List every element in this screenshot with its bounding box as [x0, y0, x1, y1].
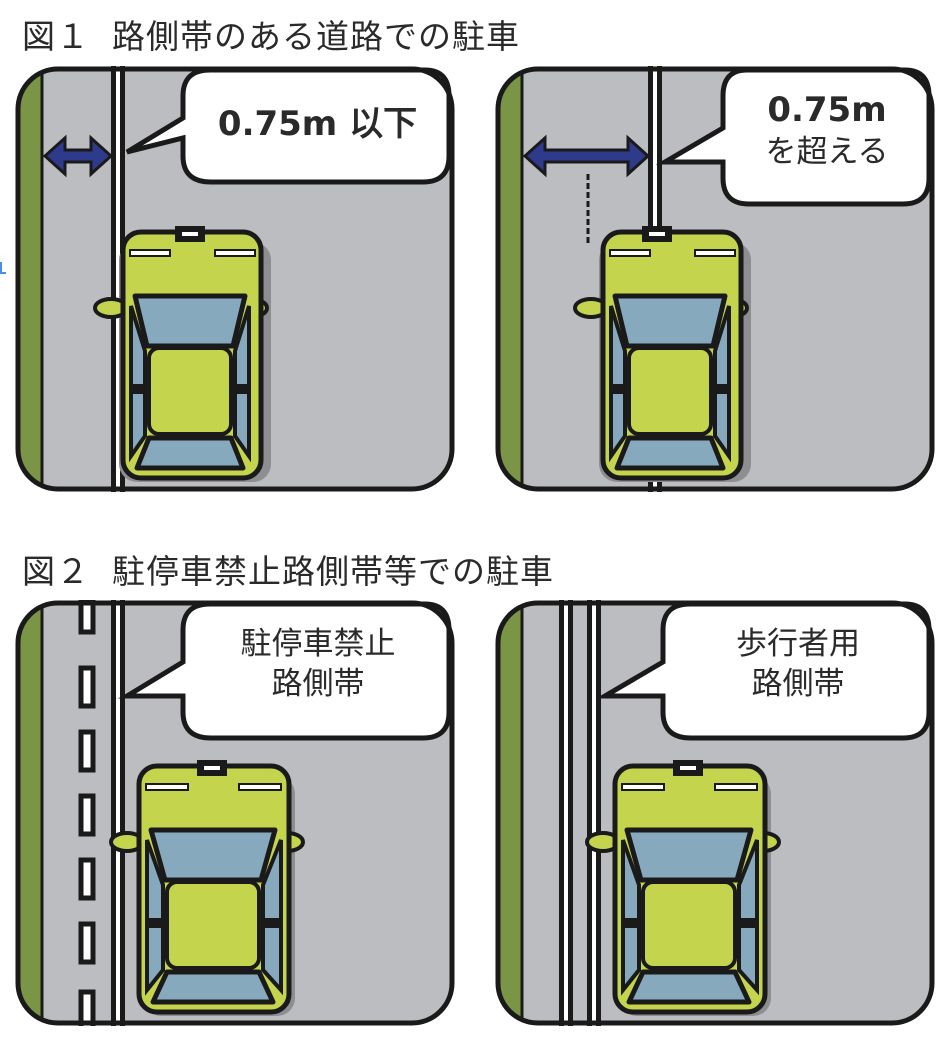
callout-label: 歩行者用 路側帯: [667, 624, 929, 705]
callout-label: 0.75m 以下: [190, 102, 445, 146]
stray-marker: [0, 262, 6, 274]
width-arrow-icon: [42, 134, 114, 178]
fig2-panel-pedestrian-shoulder: 歩行者用 路側帯: [495, 600, 935, 1026]
road-scene-illustration: [495, 600, 935, 1026]
road-scene-illustration: [15, 66, 455, 492]
callout-label: 駐停車禁止 路側帯: [187, 624, 449, 705]
figure-1-title-text: 路側帯のある道路での駐車: [112, 17, 520, 56]
car-icon: [573, 226, 749, 481]
callout-bubble: [118, 601, 452, 741]
callout-line-2: 路側帯: [271, 666, 365, 703]
car-icon: [109, 760, 305, 1015]
callout-line-1: 0.75m: [767, 90, 887, 130]
callout-label: 0.75m を超える: [727, 88, 927, 172]
car-icon: [585, 760, 781, 1015]
width-arrow-icon: [522, 134, 651, 178]
car-icon: [93, 226, 269, 481]
callout-line-1: 駐停車禁止: [240, 626, 396, 662]
callout-line-2: を超える: [765, 134, 889, 171]
road-scene-illustration: [15, 600, 455, 1026]
road-scene-illustration: [495, 66, 935, 492]
callout-bubble: [125, 67, 452, 185]
fig2-panel-no-parking-shoulder: 駐停車禁止 路側帯: [15, 600, 455, 1026]
figure-2-title: 図２ 駐停車禁止路側帯等での駐車: [22, 545, 554, 593]
figure-1-number: 図１: [22, 17, 90, 56]
figure-2-title-text: 駐停車禁止路側帯等での駐車: [112, 552, 554, 591]
double-solid-line: [559, 600, 601, 1026]
fig1-panel-le-075: 0.75m 以下: [15, 66, 455, 492]
callout-line-1: 歩行者用: [736, 626, 860, 662]
fig1-panel-gt-075: 0.75m を超える: [495, 66, 935, 492]
callout-bubble: [655, 67, 932, 207]
dashed-line: [78, 600, 96, 1026]
figure-2-number: 図２: [22, 552, 90, 591]
callout-line-2: 路側帯: [751, 666, 845, 703]
figure-1-title: 図１ 路側帯のある道路での駐車: [22, 10, 520, 58]
callout-bubble: [595, 601, 932, 741]
callout-line-1: 0.75m 以下: [217, 104, 418, 144]
